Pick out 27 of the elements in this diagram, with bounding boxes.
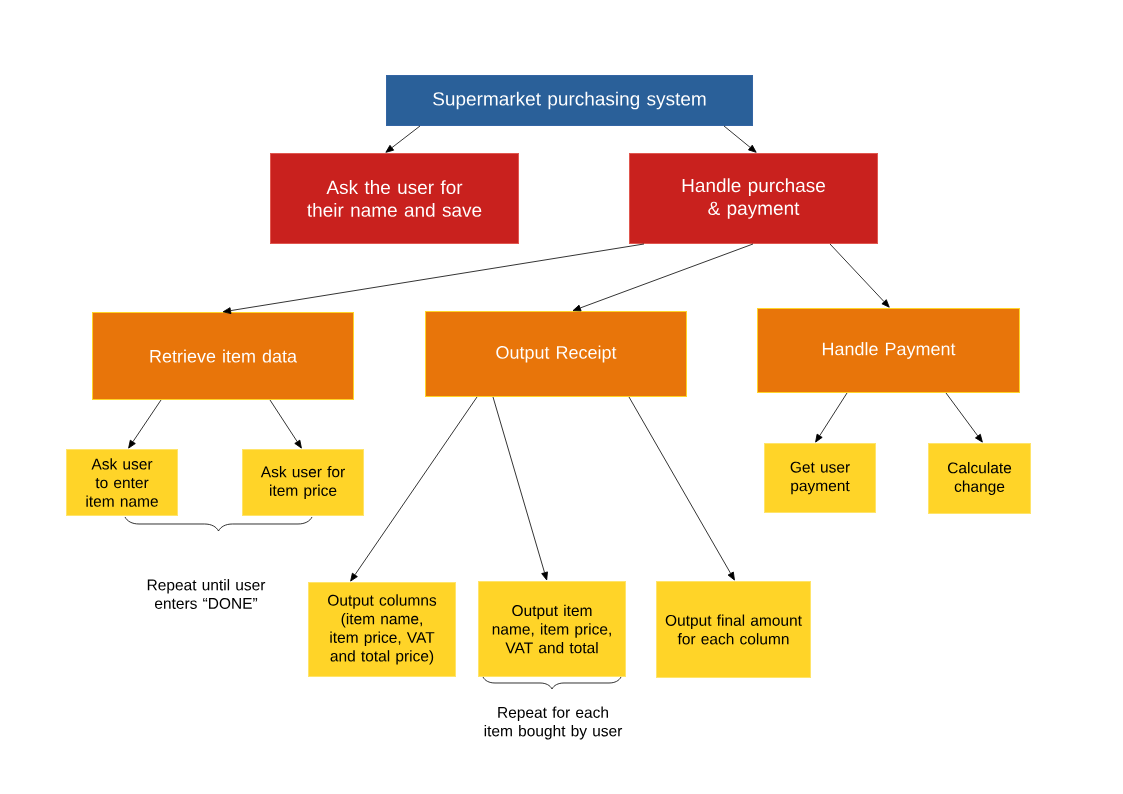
note-text: Repeat for each item bought by user bbox=[484, 706, 623, 740]
step-box: Ask user for item price bbox=[242, 449, 364, 516]
process-box: Output Receipt bbox=[425, 311, 687, 397]
process-box: Ask the user for their name and save bbox=[270, 153, 519, 244]
note-text: Repeat until user enters “DONE” bbox=[147, 579, 266, 609]
arrow bbox=[945, 392, 983, 443]
process-box: Handle purchase & payment bbox=[629, 153, 878, 244]
arrow bbox=[815, 392, 848, 443]
step-box: Ask user to enter item name bbox=[66, 449, 178, 516]
arrow bbox=[492, 396, 548, 581]
step-box: Output final amount for each column bbox=[656, 581, 811, 678]
process-box: Handle Payment bbox=[757, 308, 1020, 393]
arrow bbox=[723, 125, 757, 153]
arrow bbox=[350, 396, 478, 582]
step-box: Output item name, item price, VAT and total bbox=[478, 581, 626, 677]
arrow bbox=[222, 243, 645, 314]
process-box: Retrieve item data bbox=[92, 312, 354, 400]
arrow bbox=[269, 399, 302, 449]
step-box: Output columns (item name, item price, VAT and total price) bbox=[308, 582, 456, 677]
arrow bbox=[829, 243, 890, 308]
arrow bbox=[628, 396, 735, 581]
step-box: Calculate change bbox=[928, 443, 1031, 514]
arrow bbox=[385, 125, 421, 153]
arrow bbox=[128, 399, 162, 449]
arrow bbox=[572, 243, 754, 312]
step-box: Get user payment bbox=[764, 443, 876, 513]
title-box: Supermarket purchasing system bbox=[386, 75, 753, 126]
